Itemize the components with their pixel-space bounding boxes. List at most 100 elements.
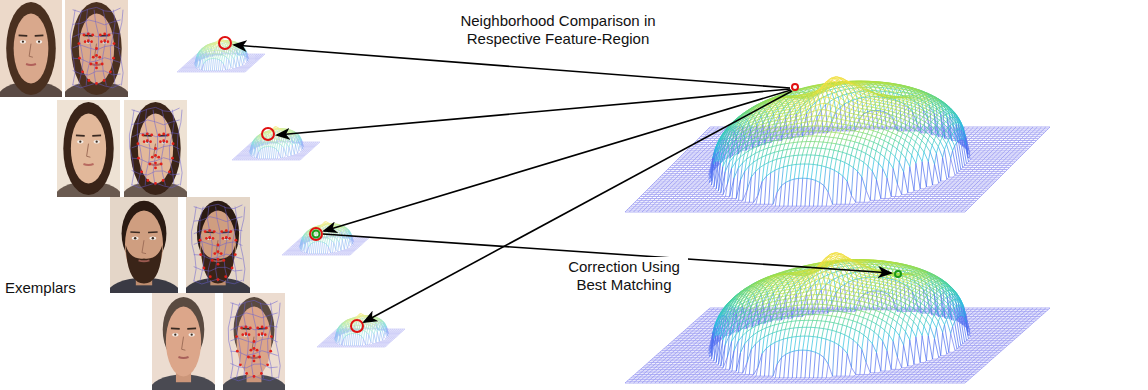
drawing-part — [142, 240, 146, 253]
drawing-part — [222, 259, 225, 262]
drawing-part — [189, 333, 195, 336]
drawing-part — [194, 217, 243, 222]
drawing-part — [261, 326, 264, 329]
drawing-part — [199, 239, 202, 242]
drawing-part — [186, 197, 250, 293]
drawing-part — [92, 56, 95, 59]
drawing-part — [168, 170, 171, 173]
landmark-mesh — [228, 300, 280, 380]
drawing-part — [161, 110, 166, 186]
drawing-part — [71, 114, 106, 184]
drawing-part — [78, 10, 83, 86]
point-marks — [219, 37, 901, 332]
caption-label: Exemplars — [5, 279, 95, 297]
surface-mesh — [317, 313, 405, 347]
drawing-part — [258, 333, 261, 336]
drawing-part — [152, 293, 215, 390]
face-photo — [110, 197, 178, 293]
caption-label: Correction Using Best Matching — [560, 257, 688, 295]
drawing-part — [78, 42, 81, 45]
face-photo — [152, 293, 215, 390]
surface-meshes — [177, 38, 1050, 383]
drawing-part — [191, 334, 193, 336]
drawing-part — [149, 140, 152, 143]
drawing-part — [266, 363, 269, 366]
drawing-part — [230, 376, 277, 381]
green-dot — [895, 271, 901, 277]
drawing-part — [208, 236, 211, 239]
drawing-part — [95, 62, 98, 65]
drawing-part — [217, 250, 220, 253]
drawing-part — [204, 230, 207, 233]
drawing-part — [823, 253, 846, 266]
drawing-part — [249, 327, 252, 330]
drawing-part — [154, 154, 157, 157]
drawing-part — [103, 33, 106, 36]
drawing-part — [112, 57, 115, 60]
drawing-part — [252, 303, 257, 379]
drawing-part — [110, 197, 178, 293]
drawing-part — [162, 179, 165, 182]
drawing-part — [228, 303, 233, 379]
drawing-part — [22, 41, 24, 43]
drawing-part — [172, 142, 175, 145]
drawing-part — [6, 2, 56, 95]
drawing-part — [223, 293, 285, 390]
drawing-part — [261, 332, 264, 335]
arrow — [234, 45, 790, 88]
drawing-part — [224, 275, 227, 278]
drawing-part — [245, 326, 248, 329]
drawing-part — [14, 14, 49, 84]
drawing-part — [217, 244, 220, 247]
landmark-mesh — [129, 107, 182, 187]
drawing-part — [172, 333, 178, 336]
drawing-part — [212, 237, 215, 240]
drawing-part — [256, 349, 259, 352]
drawing-part — [177, 110, 182, 186]
drawing-part — [26, 63, 36, 66]
face-photo — [0, 0, 62, 97]
drawing-part — [224, 207, 229, 282]
drawing-part — [132, 145, 180, 150]
surface-mesh — [232, 126, 320, 160]
drawing-part — [231, 267, 234, 270]
drawing-part — [245, 372, 248, 375]
drawing-part — [228, 237, 231, 240]
drawing-part — [216, 207, 221, 282]
drawing-part — [81, 70, 84, 73]
drawing-part — [150, 134, 153, 137]
drawing-part — [157, 156, 160, 159]
drawing-part — [625, 308, 1050, 383]
drawing-part — [76, 135, 85, 137]
drawing-part — [102, 10, 107, 86]
drawing-part — [83, 163, 93, 166]
drawing-part — [94, 140, 100, 143]
drawing-part — [182, 337, 186, 351]
drawing-part — [137, 142, 140, 145]
drawing-part — [167, 134, 170, 137]
landmark-mesh — [70, 7, 123, 87]
drawing-part — [236, 303, 241, 379]
surface-mesh — [625, 77, 1050, 212]
drawing-part — [225, 229, 228, 232]
drawing-part — [162, 139, 165, 142]
drawing-part — [145, 110, 150, 186]
drawing-part — [276, 303, 281, 379]
landmark-dots — [235, 326, 273, 378]
drawing-part — [201, 245, 236, 283]
drawing-part — [19, 35, 28, 37]
drawing-part — [153, 110, 158, 186]
drawing-part — [171, 328, 180, 330]
drawing-part — [256, 327, 259, 330]
drawing-part — [132, 183, 180, 188]
drawing-part — [57, 100, 120, 197]
drawing-part — [232, 207, 237, 282]
drawing-part — [103, 79, 106, 82]
drawing-part — [79, 141, 81, 143]
red-dot — [792, 84, 798, 90]
drawing-part — [160, 163, 163, 166]
drawing-part — [270, 335, 273, 338]
exemplar-photos — [0, 0, 288, 390]
red-circle — [310, 228, 322, 240]
drawing-part — [73, 20, 121, 25]
